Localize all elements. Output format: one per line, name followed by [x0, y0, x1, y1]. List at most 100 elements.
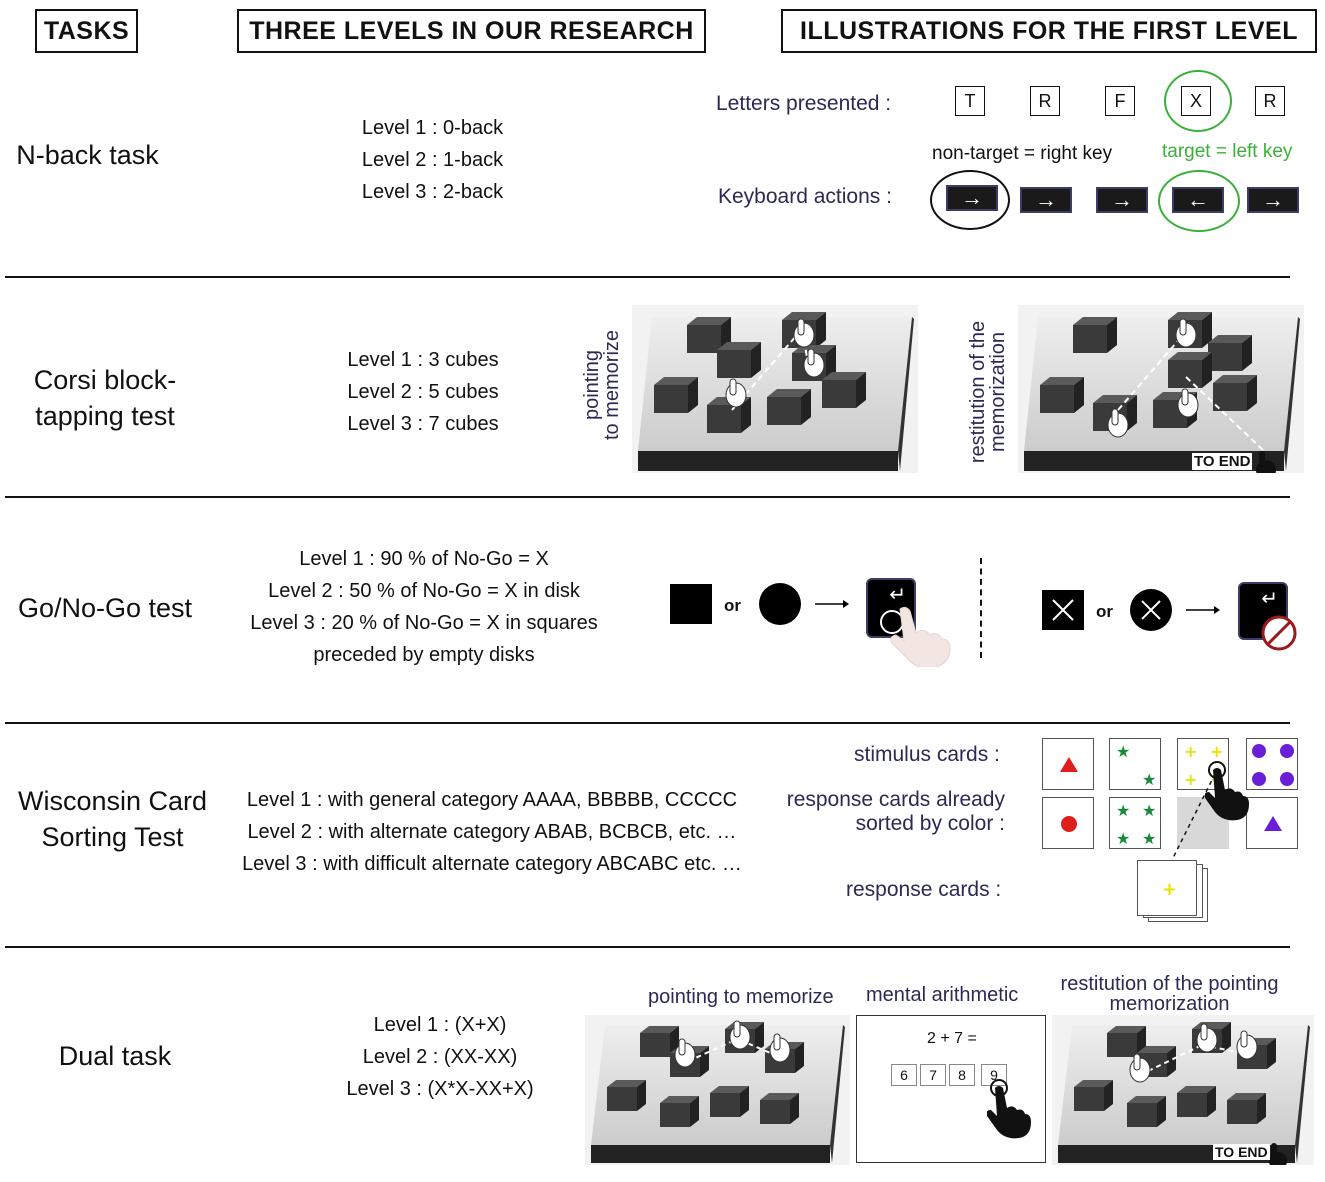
corsi-level-1: Level 1 : 3 cubes [347, 349, 499, 371]
dual-levels: Level 1 : (X+X) Level 2 : (XX-XX) Level … [340, 1009, 540, 1105]
stimulus-cards-label: stimulus cards : [854, 743, 1000, 766]
letter-3: F [1105, 86, 1135, 116]
keyboard-label: Keyboard actions : [718, 185, 892, 208]
svg-text:+: + [1184, 742, 1197, 761]
gonogo-level-3-cont: preceded by empty disks [313, 644, 535, 666]
hand-pointer-icon [1205, 761, 1249, 821]
dual-pointing-label: pointing to memorize [648, 986, 834, 1008]
corsi-title-line1: Corsi block- [33, 365, 177, 395]
enter-glyph: ↵ [1261, 588, 1278, 610]
target-key-ring [1158, 170, 1240, 232]
corsi-restitution-line2: memorization [987, 331, 1009, 453]
arrow-icon [1186, 606, 1220, 614]
x-mark-icon [1141, 600, 1161, 620]
svg-text:+: + [1184, 770, 1197, 789]
response-cards-label: response cards : [846, 878, 1002, 901]
header-illustrations: ILLUSTRATIONS FOR THE FIRST LEVEL [781, 9, 1317, 53]
response-sorted-label: response cards already sorted by color : [775, 788, 1005, 836]
dual-level-2: Level 2 : (XX-XX) [362, 1046, 518, 1068]
arrow-icon [815, 600, 849, 608]
wcst-title-line2: Sorting Test [41, 822, 184, 852]
corsi-restitution-label: restitution of the memorization [967, 306, 1009, 478]
cross-icon: + [1162, 879, 1177, 900]
corsi-level-2: Level 2 : 5 cubes [347, 381, 499, 403]
stimulus-card-triangle [1042, 738, 1094, 790]
response-card-top: + [1137, 860, 1197, 916]
separator-1 [5, 276, 1290, 278]
stimulus-card-stars: ★ ★ [1109, 738, 1161, 790]
separator-2 [5, 496, 1290, 498]
letter-4: X [1181, 86, 1211, 116]
gonogo-level-3: Level 3 : 20 % of No-Go = X in squares [250, 612, 598, 634]
svg-text:+: + [1162, 879, 1177, 900]
triangle-icon [1264, 816, 1282, 831]
star-icon: ★ ★ [1116, 742, 1156, 789]
separator-3 [5, 722, 1290, 724]
response-card-purple-triangle [1246, 797, 1298, 849]
dual-board-restitution [1052, 1015, 1314, 1165]
letter-2: R [1030, 86, 1060, 116]
dual-restitution-line2: memorization [1109, 993, 1230, 1015]
gonogo-level-1: Level 1 : 90 % of No-Go = X [299, 548, 549, 570]
corsi-title-line2: tapping test [35, 401, 175, 431]
circle-icon [1061, 816, 1077, 832]
svg-text:+: + [1210, 742, 1223, 761]
wcst-levels: Level 1 : with general category AAAA, BB… [236, 784, 748, 880]
corsi-board-restitution [1018, 305, 1304, 473]
dual-title: Dual task [58, 1041, 172, 1071]
target-label: target = left key [1162, 141, 1293, 162]
dual-board-pointing [585, 1015, 850, 1165]
gonogo-level-2: Level 2 : 50 % of No-Go = X in disk [268, 580, 580, 602]
key-right-2: → [1020, 187, 1072, 213]
dual-restitution-line1: restitution of the pointing [1060, 973, 1279, 995]
x-mark-icon [1052, 599, 1074, 621]
nback-levels: Level 1 : 0-back Level 2 : 1-back Level … [330, 112, 535, 208]
go-or-label: or [724, 596, 741, 615]
stimulus-card-circles [1246, 738, 1298, 790]
svg-text:★: ★ [1116, 742, 1130, 761]
circle-icon [1252, 744, 1294, 786]
response-card-red-circle [1042, 797, 1094, 849]
nback-level-2: Level 2 : 1-back [361, 149, 504, 171]
gonogo-title: Go/No-Go test [17, 593, 193, 623]
wcst-level-3: Level 3 : with difficult alternate categ… [242, 853, 742, 875]
choice-8: 8 [949, 1064, 975, 1086]
hand-pointer-icon [987, 1079, 1031, 1139]
arithmetic-panel: 2 + 7 = 6 7 8 9 [856, 1015, 1046, 1163]
arithmetic-equation: 2 + 7 = [927, 1030, 977, 1047]
svg-text:★: ★ [1142, 770, 1156, 789]
pressing-hand-icon [890, 606, 951, 667]
nontarget-label: non-target = right key [932, 143, 1113, 164]
letter-5: R [1255, 86, 1285, 116]
response-sorted-line2: sorted by color : [855, 812, 1005, 835]
nback-level-3: Level 3 : 2-back [361, 181, 504, 203]
response-card-green-stars: ★ ★ ★ ★ [1109, 797, 1161, 849]
dual-to-end-label: TO END [1213, 1144, 1270, 1160]
prohibited-icon [1261, 615, 1297, 651]
dashed-divider [980, 558, 982, 658]
corsi-pointing-label: pointing to memorize [581, 310, 623, 460]
corsi-to-end-label: TO END [1192, 453, 1253, 470]
nontarget-key-ring [930, 170, 1010, 230]
dual-level-3: Level 3 : (X*X-XX+X) [346, 1078, 534, 1100]
nogo-x-square [1042, 590, 1084, 630]
key-right-1: → [946, 185, 998, 211]
go-square [670, 584, 712, 624]
separator-4 [5, 946, 1290, 948]
corsi-restitution-line1: restitution of the [967, 320, 989, 464]
nogo-x-disk [1130, 589, 1172, 631]
header-levels: THREE LEVELS IN OUR RESEARCH [237, 9, 706, 53]
wcst-level-2: Level 2 : with alternate category ABAB, … [247, 821, 737, 843]
corsi-board-pointing [632, 305, 918, 473]
svg-text:★: ★ [1116, 829, 1130, 848]
wcst-title-line1: Wisconsin Card [17, 786, 208, 816]
letter-1: T [955, 86, 985, 116]
dual-restitution-label: restitution of the pointing memorization [1052, 974, 1287, 1014]
key-right-4: → [1247, 187, 1299, 213]
nogo-or-label: or [1096, 602, 1113, 621]
letters-label: Letters presented : [716, 92, 892, 115]
corsi-levels: Level 1 : 3 cubes Level 2 : 5 cubes Leve… [330, 344, 516, 440]
drag-path [1171, 773, 1216, 861]
header-tasks: TASKS [35, 9, 138, 53]
svg-text:★: ★ [1142, 801, 1156, 820]
